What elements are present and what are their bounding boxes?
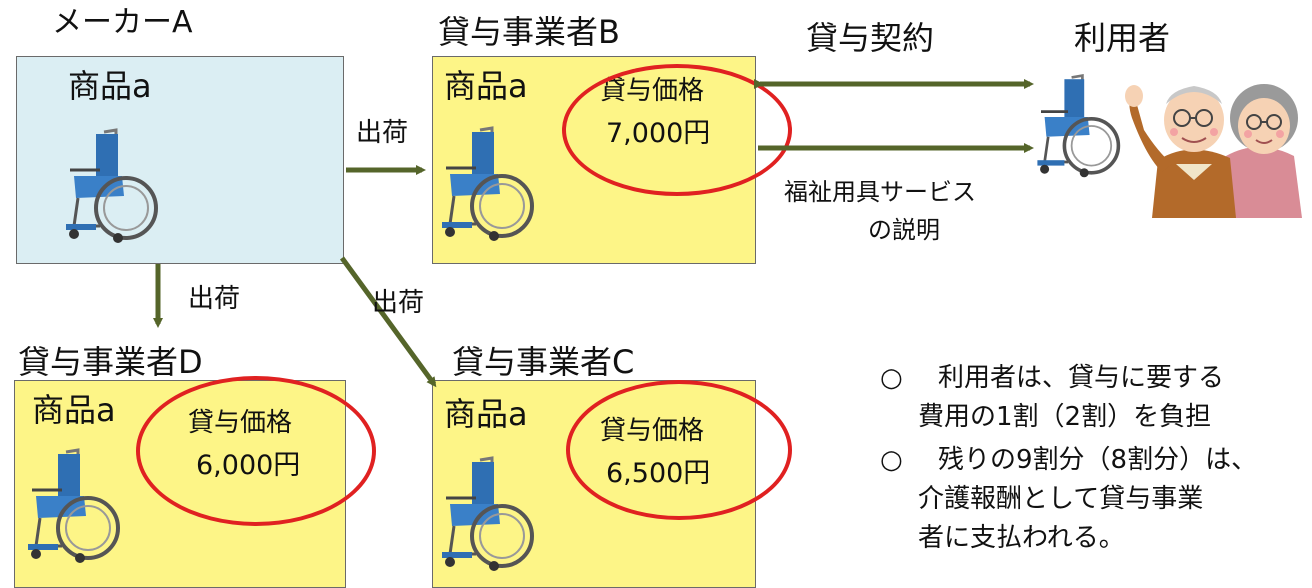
note-1-marker: ○ — [880, 363, 903, 393]
note-2-line1: 残りの9割分（8割分）は、 — [938, 445, 1258, 475]
maker-title-text: メーカーA — [52, 5, 193, 40]
note-2-line2: 介護報酬として貸与事業 — [918, 484, 1204, 514]
service-label-line1: 福祉用具サービス — [784, 178, 976, 206]
note-1-line1: 利用者は、貸与に要する — [938, 363, 1225, 393]
ship-arrow-maker-to-c — [339, 256, 437, 388]
vendor-d-title: 貸与事業者D — [18, 343, 203, 381]
vendor-c-product-label: 商品a — [444, 395, 528, 433]
service-label-line2: の説明 — [868, 216, 940, 244]
vendor-b-product-label: 商品a — [444, 67, 528, 105]
vendor-d-price-highlight — [136, 376, 376, 526]
note-1-line2: 費用の1割（2割）を負担 — [918, 402, 1212, 432]
vendor-c-title: 貸与事業者C — [452, 343, 635, 381]
contract-label: 貸与契約 — [806, 19, 935, 57]
vendor-b-title: 貸与事業者B — [438, 13, 620, 51]
maker-title: メーカーA — [52, 8, 193, 38]
wheelchair-icon — [66, 128, 158, 243]
elderly-couple-icon — [1125, 84, 1302, 218]
vendor-c-price-highlight — [566, 380, 792, 520]
ship-label-to-c: 出荷 — [372, 288, 425, 318]
note-2-marker: ○ — [880, 445, 903, 475]
wheelchair-icon — [1037, 74, 1121, 178]
wheelchair-icon — [442, 126, 534, 241]
ship-label-to-d: 出荷 — [188, 284, 241, 314]
note-2-line3: 者に支払われる。 — [918, 523, 1125, 553]
wheelchair-icon — [442, 456, 534, 571]
vendor-b-price-highlight — [562, 64, 792, 196]
ship-label-to-b: 出荷 — [356, 118, 409, 148]
maker-product-label: 商品a — [68, 67, 152, 105]
vendor-d-product-label: 商品a — [32, 391, 116, 429]
user-label: 利用者 — [1074, 19, 1171, 57]
wheelchair-icon — [28, 448, 120, 563]
